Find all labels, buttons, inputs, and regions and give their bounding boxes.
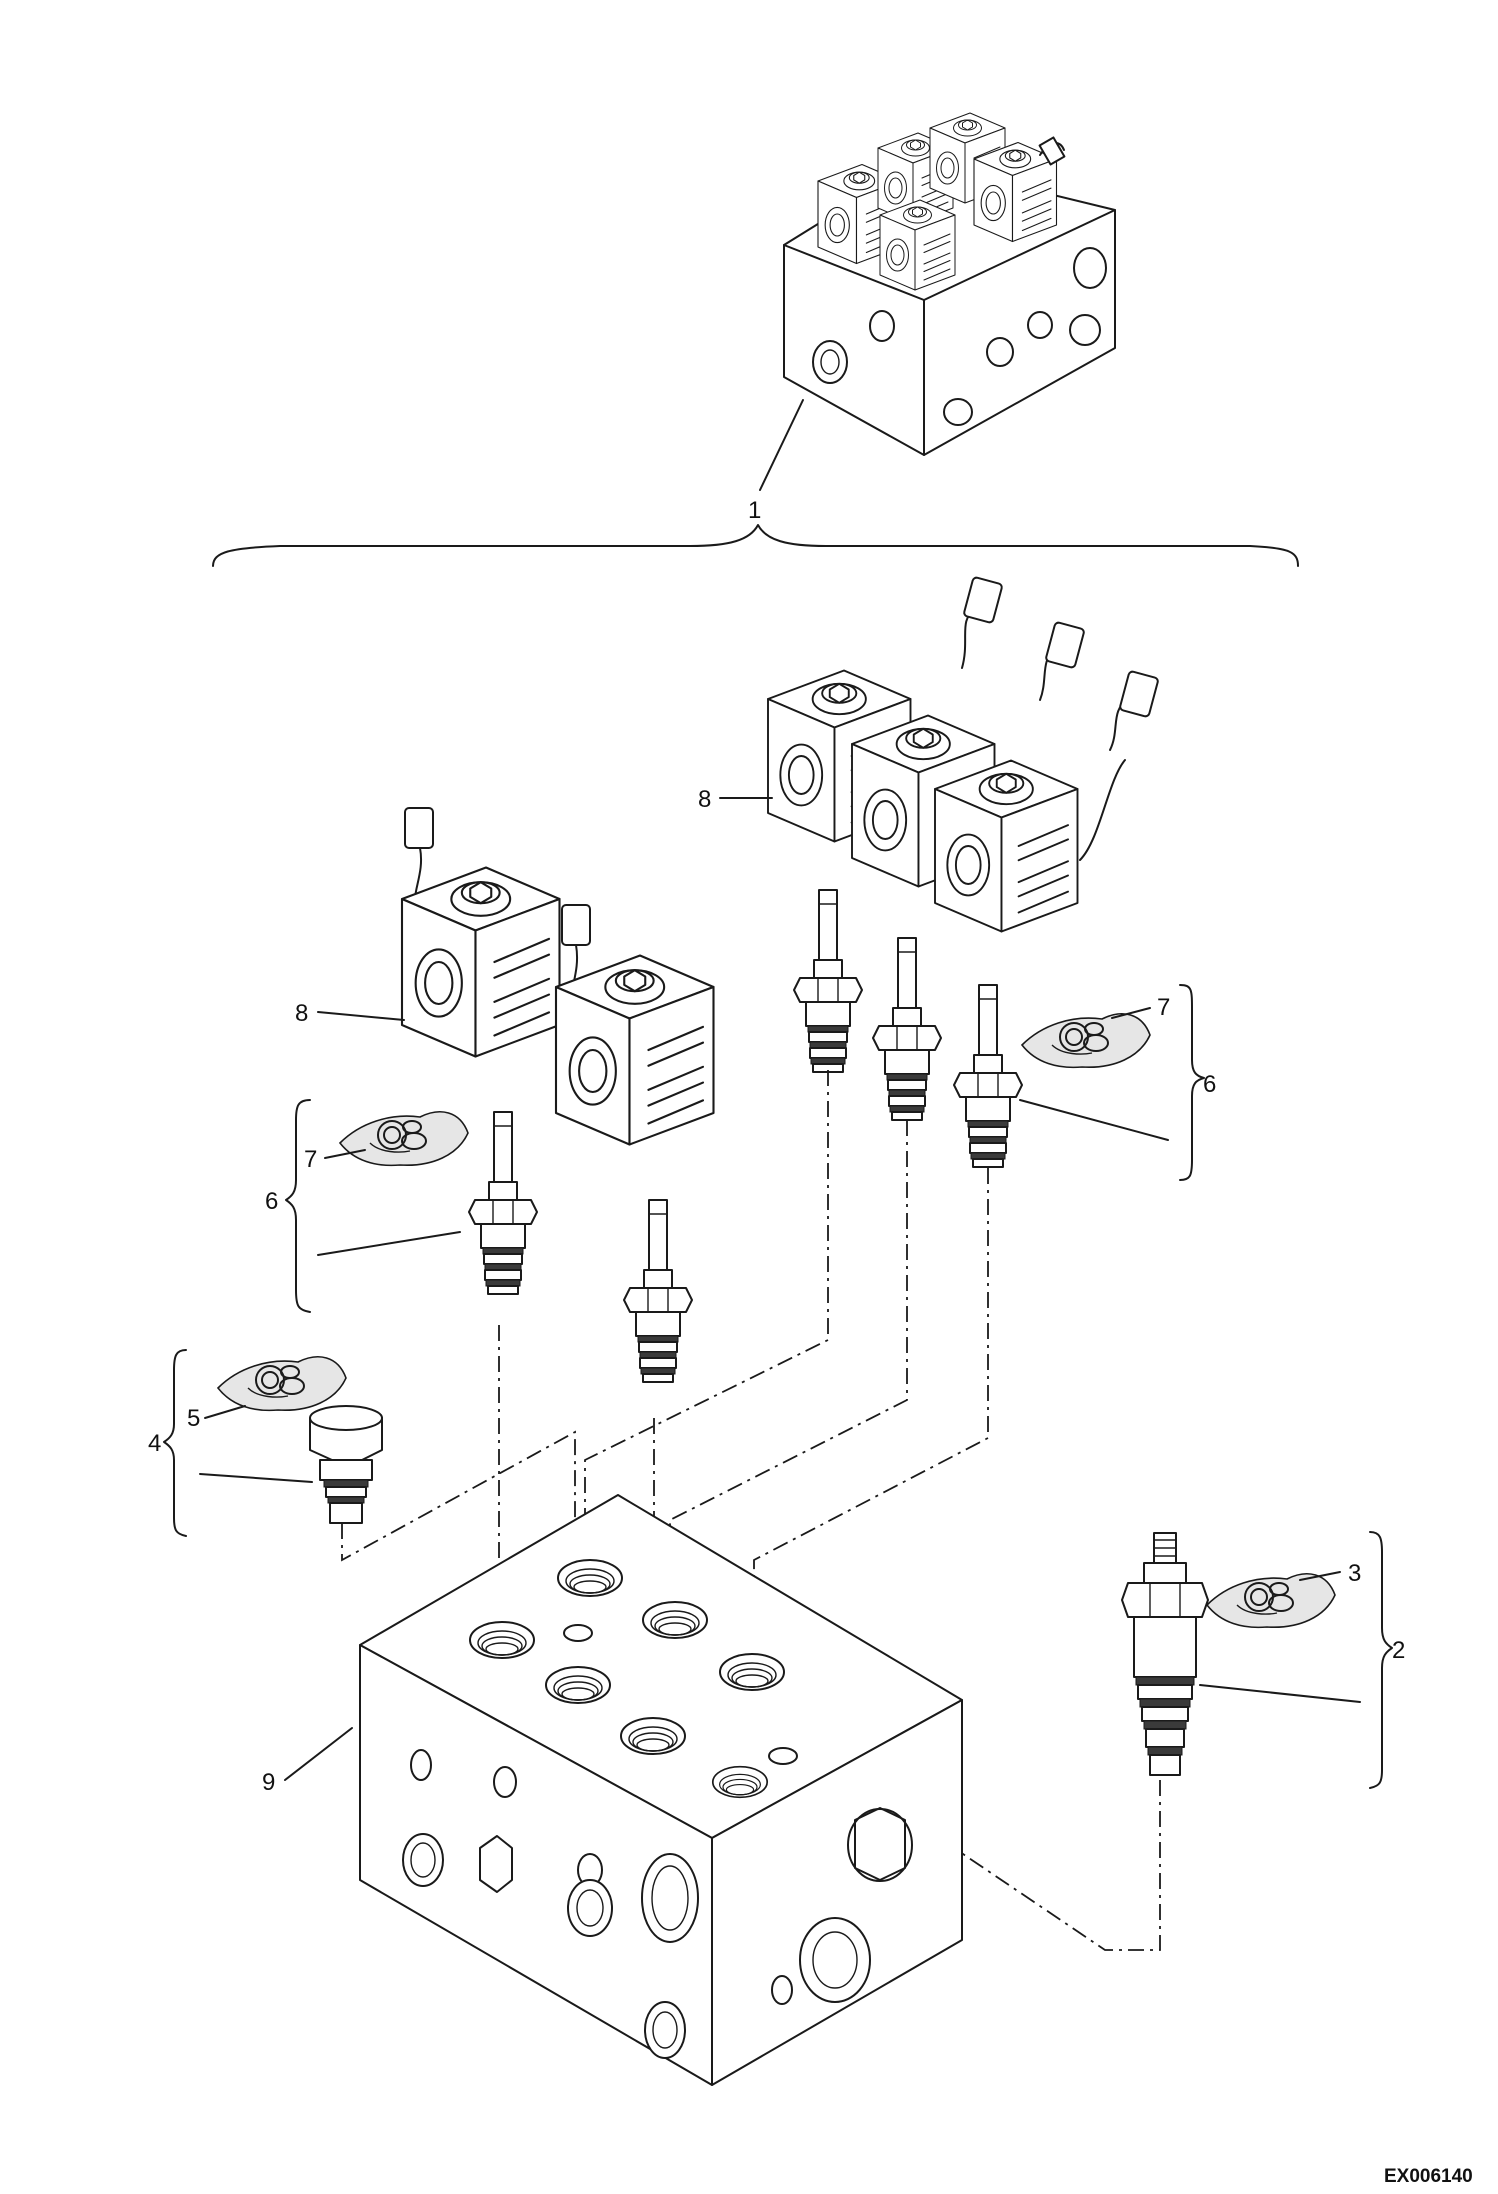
callout-8-left: 8 xyxy=(295,1000,308,1027)
callout-7-right: 7 xyxy=(1157,994,1170,1021)
main-valve-block xyxy=(359,1494,963,2086)
leader-7-right xyxy=(1111,1007,1151,1019)
brace-6-right xyxy=(1179,984,1205,1181)
leader-9 xyxy=(284,1727,353,1781)
brace-1 xyxy=(212,524,1299,567)
assembled-valve-block xyxy=(783,112,1116,456)
leader-8-left xyxy=(317,1011,405,1021)
brace-6-left xyxy=(285,1099,311,1313)
callout-4: 4 xyxy=(148,1430,161,1457)
figure-code: EX006140 xyxy=(1384,2166,1473,2187)
leader-5 xyxy=(204,1405,246,1419)
solenoid-coil-group-left xyxy=(400,807,715,1146)
callout-2: 2 xyxy=(1392,1637,1405,1664)
leader-1 xyxy=(759,399,804,491)
solenoid-valve-cartridges-left xyxy=(468,1111,693,1383)
seal-kit-right xyxy=(1021,1012,1151,1069)
leader-7-left xyxy=(324,1149,366,1159)
leader-2 xyxy=(1199,1684,1361,1703)
callout-1: 1 xyxy=(748,497,761,524)
plug xyxy=(309,1405,383,1524)
leader-6-left xyxy=(317,1231,461,1256)
solenoid-coil-group-right xyxy=(767,576,1159,933)
seal-kit-relief xyxy=(1206,1572,1336,1629)
callout-7-left: 7 xyxy=(304,1146,317,1173)
relief-valve-cartridge xyxy=(1121,1532,1209,1776)
seal-kit-plug xyxy=(217,1355,347,1412)
callout-9: 9 xyxy=(262,1769,275,1796)
callout-6-right: 6 xyxy=(1203,1071,1216,1098)
callout-8-right: 8 xyxy=(698,786,711,813)
callout-5: 5 xyxy=(187,1405,200,1432)
leader-6-right xyxy=(1019,1099,1169,1141)
brace-4 xyxy=(163,1349,187,1537)
brace-2 xyxy=(1369,1531,1393,1789)
callout-6-left: 6 xyxy=(265,1188,278,1215)
callout-3: 3 xyxy=(1348,1560,1361,1587)
leader-4 xyxy=(199,1473,313,1483)
seal-kit-left xyxy=(339,1110,469,1167)
leader-3 xyxy=(1299,1571,1341,1581)
